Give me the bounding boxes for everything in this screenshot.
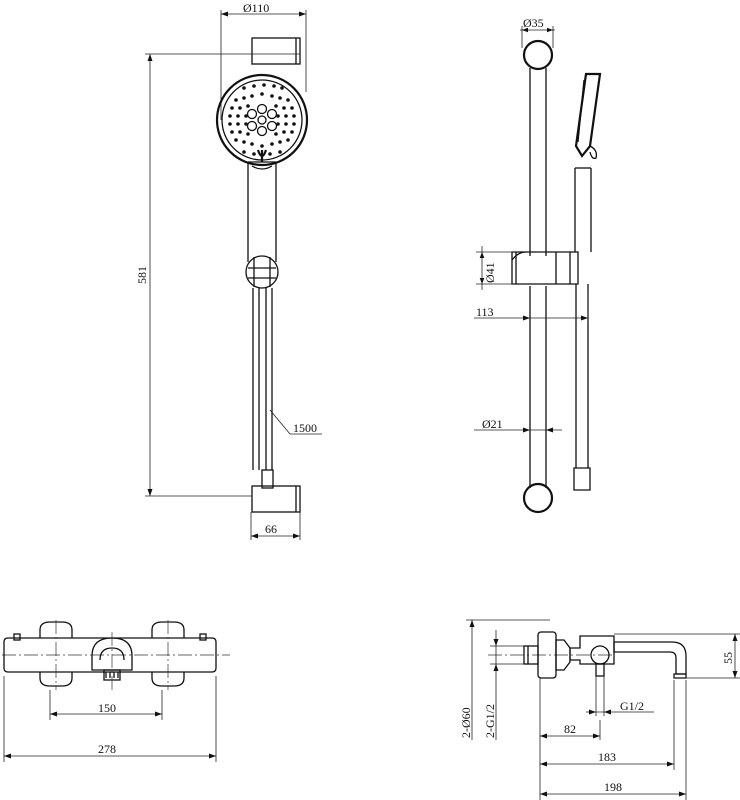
overall-depth-label: 198 bbox=[604, 780, 622, 794]
inlet-thread-label: 2-G1/2 bbox=[483, 704, 497, 738]
hose-length-label: 1500 bbox=[293, 421, 317, 435]
slider-diameter-label: Ø41 bbox=[483, 262, 497, 283]
bracket-depth-label: 66 bbox=[265, 522, 277, 536]
outlet-offset-label: 82 bbox=[564, 722, 576, 736]
outlet-thread-label: G1/2 bbox=[620, 699, 644, 713]
shower-head-nozzles bbox=[228, 83, 296, 162]
rail-tube-diameter-label: Ø21 bbox=[482, 417, 503, 431]
mixer-length-label: 278 bbox=[98, 742, 116, 756]
rail-height-label: 581 bbox=[135, 266, 149, 284]
rail-diameter-label: Ø35 bbox=[523, 16, 544, 30]
mixer-center-distance-label: 150 bbox=[98, 701, 116, 715]
spout-reach-label: 183 bbox=[598, 750, 616, 764]
projection-label: 113 bbox=[476, 305, 494, 319]
front-view-shower-set: Ø110 bbox=[135, 1, 322, 540]
mixer-side-view: 55 2-Ø60 2-G1/2 G1/2 82 183 bbox=[459, 619, 740, 800]
inlet-diameter-label: 2-Ø60 bbox=[459, 707, 473, 738]
side-view-shower-set: Ø35 Ø41 113 bbox=[474, 16, 602, 514]
shower-head-diameter-label: Ø110 bbox=[243, 1, 269, 15]
mixer-front-view: 150 278 bbox=[2, 620, 230, 762]
spout-height-label: 55 bbox=[721, 652, 735, 664]
